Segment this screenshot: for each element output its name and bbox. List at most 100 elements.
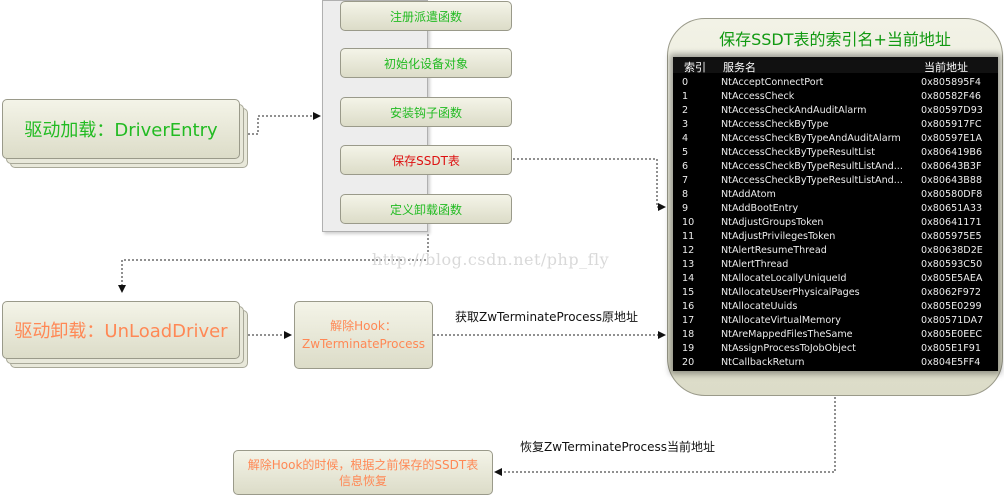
cell-index: 7 [682, 175, 689, 186]
table-row: 4 NtAccessCheckByTypeAndAuditAlarm 0x80597… [673, 133, 998, 147]
cell-addr: 0x80651A33 [921, 203, 983, 214]
unhook-line1: 解除Hook： [330, 319, 397, 333]
cell-addr: 0x80582F46 [921, 91, 982, 102]
cell-name: NtAlertResumeThread [721, 245, 827, 256]
unhook-line2: ZwTerminateProcess [301, 337, 426, 351]
cell-addr: 0x805E1F91 [921, 343, 981, 354]
cell-name: NtAreMappedFilesTheSame [721, 329, 853, 340]
cell-addr: 0x80638D2E [921, 245, 983, 256]
cell-index: 1 [682, 91, 689, 102]
table-row: 8 NtAddAtom 0x80580DF8 [673, 189, 998, 203]
cell-name: NtAddBootEntry [721, 203, 799, 214]
header-name: 服务名 [723, 61, 756, 74]
table-row: 9 NtAddBootEntry 0x80651A33 [673, 203, 998, 217]
cell-index: 6 [682, 161, 689, 172]
cell-addr: 0x80641171 [921, 217, 982, 228]
table-row: 10 NtAdjustGroupsToken 0x80641171 [673, 217, 998, 231]
function-box: 定义卸载函数 [340, 194, 512, 224]
cell-index: 11 [682, 231, 695, 242]
cell-addr: 0x805E0299 [921, 301, 982, 312]
cell-index: 3 [682, 119, 689, 130]
cell-index: 8 [682, 189, 689, 200]
cell-name: NtAddAtom [721, 189, 776, 200]
cell-index: 9 [682, 203, 689, 214]
header-index: 索引 [684, 61, 706, 74]
cell-index: 18 [682, 329, 695, 340]
cell-addr: 0x80580DF8 [921, 189, 983, 200]
cell-addr: 0x8062F972 [921, 287, 982, 298]
restore-line1: 解除Hook的时候，根据之前保存的SSDT表 [247, 457, 479, 472]
edge-label-get-original: 获取ZwTerminateProcess原地址 [455, 310, 639, 324]
table-row: 14 NtAllocateLocallyUniqueId 0x805E5AEA [673, 273, 998, 287]
edge-save-to-table [513, 158, 666, 211]
cell-addr: 0x805895F4 [921, 77, 982, 88]
driver-load-node: 驱动加载：DriverEntry [2, 99, 240, 159]
cell-index: 17 [682, 315, 695, 326]
cell-addr: 0x80597D93 [921, 105, 983, 116]
cell-index: 10 [682, 217, 695, 228]
table-row: 1 NtAccessCheck 0x80582F46 [673, 91, 998, 105]
table-row: 11 NtAdjustPrivilegesToken 0x805975E5 [673, 231, 998, 245]
cell-name: NtAccessCheck [721, 91, 795, 102]
function-box: 保存SSDT表 [340, 145, 512, 175]
cell-index: 16 [682, 301, 695, 312]
driver-unload-node: 驱动卸载：UnLoadDriver [2, 301, 240, 359]
restore-node: 解除Hook的时候，根据之前保存的SSDT表 信息恢复 [233, 450, 493, 495]
cell-name: NtAssignProcessToJobObject [721, 343, 856, 354]
cell-addr: 0x80571DA7 [921, 315, 984, 326]
cell-name: NtAccessCheckByTypeResultList [721, 147, 875, 158]
cell-name: NtAdjustGroupsToken [721, 217, 824, 228]
cell-index: 15 [682, 287, 695, 298]
table-row: 18 NtAreMappedFilesTheSame 0x805E0EEC [673, 329, 998, 343]
cell-addr: 0x805E5AEA [921, 273, 983, 284]
edge-functions-to-unload [118, 234, 429, 293]
cell-index: 13 [682, 259, 695, 270]
cell-name: NtAllocateLocallyUniqueId [721, 273, 847, 284]
cell-name: NtAdjustPrivilegesToken [721, 231, 836, 242]
cell-addr: 0x804E5FF4 [921, 357, 981, 368]
cell-addr: 0x805917FC [921, 119, 982, 130]
table-row: 12 NtAlertResumeThread 0x80638D2E [673, 245, 998, 259]
cell-name: NtAllocateVirtualMemory [721, 315, 841, 326]
cell-addr: 0x80643B3F [921, 161, 982, 172]
edge-load-to-functions [248, 112, 321, 135]
cell-name: NtAccessCheckByTypeAndAuditAlarm [721, 133, 901, 144]
cell-index: 4 [682, 133, 689, 144]
edge-table-to-restore [494, 397, 836, 476]
function-box: 初始化设备对象 [340, 48, 512, 78]
cell-name: NtAllocateUuids [721, 301, 798, 312]
table-row: 3 NtAccessCheckByType 0x805917FC [673, 119, 998, 133]
watermark: http://blog.csdn.net/php_fly [372, 250, 610, 269]
restore-line2: 信息恢复 [338, 473, 387, 488]
ssdt-title: 保存SSDT表的索引名+当前地址 [719, 30, 951, 49]
cell-name: NtAllocateUserPhysicalPages [721, 287, 860, 298]
cell-index: 19 [682, 343, 695, 354]
function-box: 安装钩子函数 [340, 97, 512, 127]
cell-addr: 0x80597E1A [921, 133, 983, 144]
cell-index: 12 [682, 245, 695, 256]
cell-addr: 0x805E0EEC [921, 329, 983, 340]
cell-addr: 0x80643B88 [921, 175, 983, 186]
table-row: 19 NtAssignProcessToJobObject 0x805E1F91 [673, 343, 998, 357]
cell-addr: 0x805975E5 [921, 231, 982, 242]
edge-label-restore-current: 恢复ZwTerminateProcess当前地址 [520, 440, 716, 454]
function-box: 注册派遣函数 [340, 1, 512, 31]
cell-name: NtAccessCheckByType [721, 119, 829, 130]
cell-index: 20 [682, 357, 695, 368]
cell-index: 14 [682, 273, 695, 284]
table-row: 15 NtAllocateUserPhysicalPages 0x8062F972 [673, 287, 998, 301]
ssdt-table-header: 索引 服务名 当前地址 [673, 57, 998, 74]
cell-index: 0 [682, 77, 689, 88]
cell-addr: 0x806419B6 [921, 147, 983, 158]
table-row: 17 NtAllocateVirtualMemory 0x80571DA7 [673, 315, 998, 329]
table-row: 16 NtAllocateUuids 0x805E0299 [673, 301, 998, 315]
cell-name: NtCallbackReturn [721, 357, 805, 368]
